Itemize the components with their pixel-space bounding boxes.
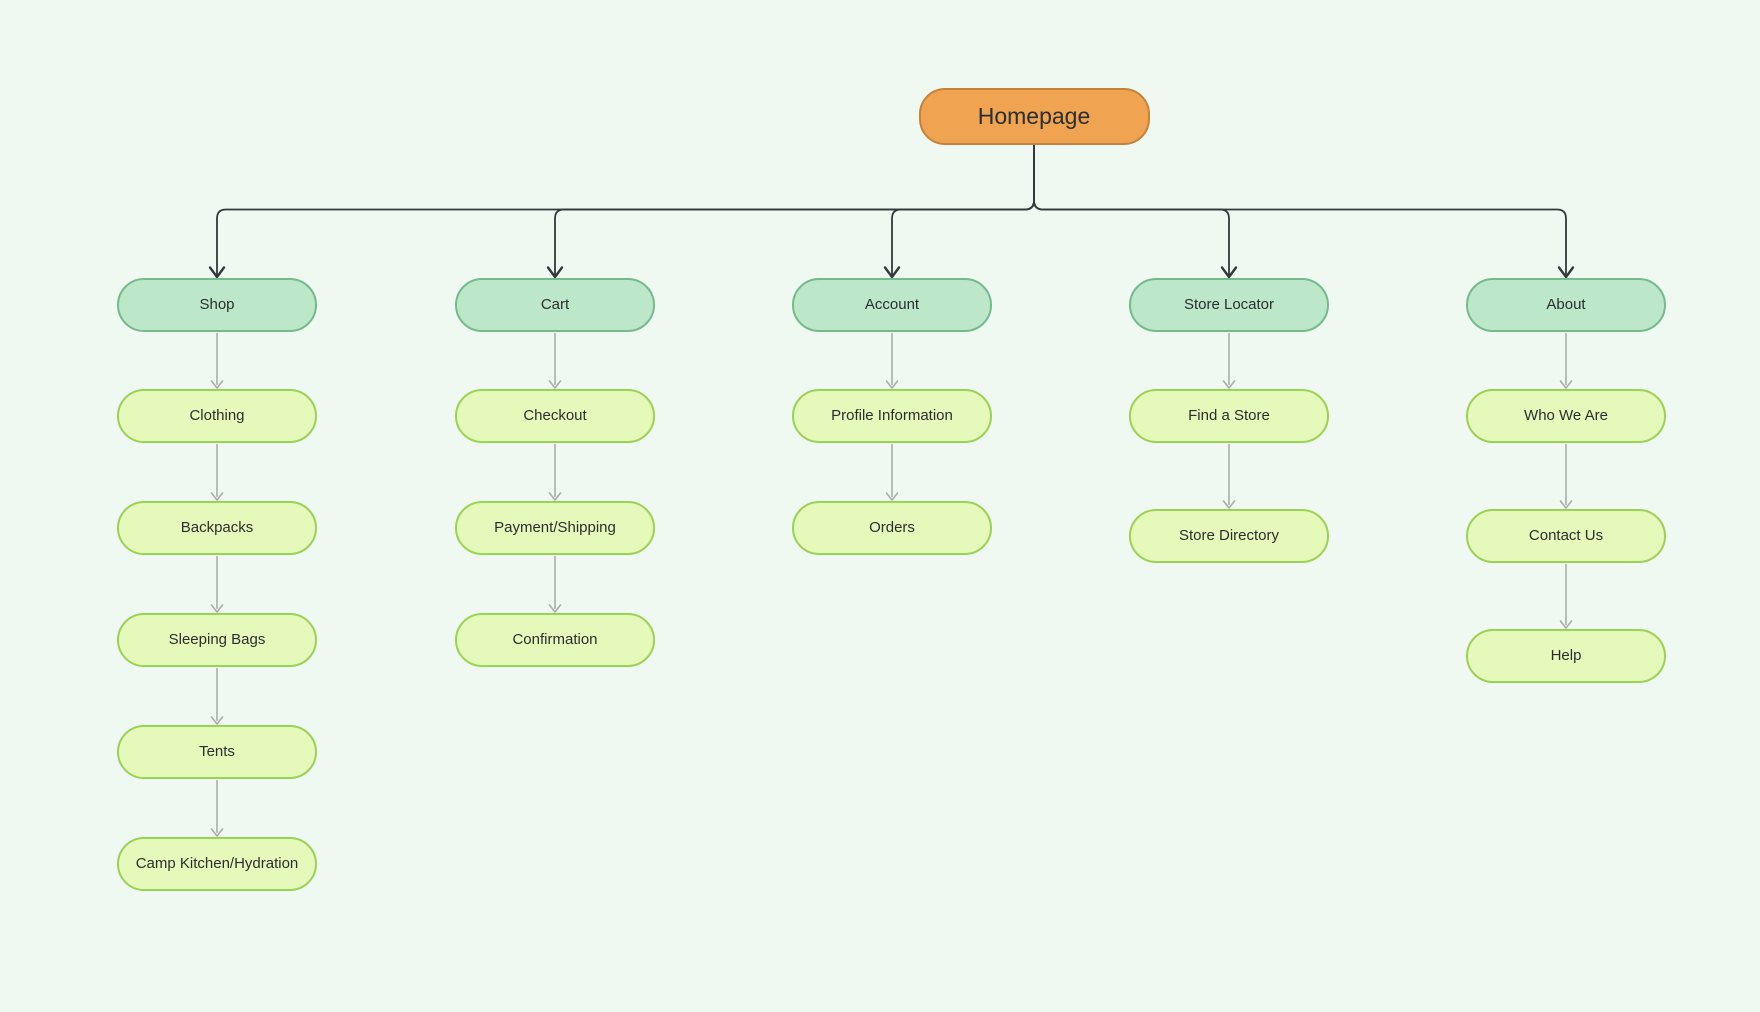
node-cart-payment-shipping[interactable]: Payment/Shipping — [455, 501, 655, 555]
node-shop-camp-kitchen-hydration[interactable]: Camp Kitchen/Hydration — [117, 837, 317, 891]
node-shop-backpacks[interactable]: Backpacks — [117, 501, 317, 555]
node-shop[interactable]: Shop — [117, 278, 317, 332]
node-about-who-we-are[interactable]: Who We Are — [1466, 389, 1666, 443]
node-account-orders[interactable]: Orders — [792, 501, 992, 555]
node-shop-sleeping-bags[interactable]: Sleeping Bags — [117, 613, 317, 667]
node-about[interactable]: About — [1466, 278, 1666, 332]
node-store-locator-store-directory[interactable]: Store Directory — [1129, 509, 1329, 563]
node-about-contact-us[interactable]: Contact Us — [1466, 509, 1666, 563]
node-account[interactable]: Account — [792, 278, 992, 332]
node-store-locator[interactable]: Store Locator — [1129, 278, 1329, 332]
node-shop-tents[interactable]: Tents — [117, 725, 317, 779]
node-cart-confirmation[interactable]: Confirmation — [455, 613, 655, 667]
node-cart-checkout[interactable]: Checkout — [455, 389, 655, 443]
node-homepage[interactable]: Homepage — [918, 88, 1150, 145]
node-shop-clothing[interactable]: Clothing — [117, 389, 317, 443]
node-about-help[interactable]: Help — [1466, 629, 1666, 683]
node-account-profile-information[interactable]: Profile Information — [792, 389, 992, 443]
node-cart[interactable]: Cart — [455, 278, 655, 332]
node-store-locator-find-a-store[interactable]: Find a Store — [1129, 389, 1329, 443]
